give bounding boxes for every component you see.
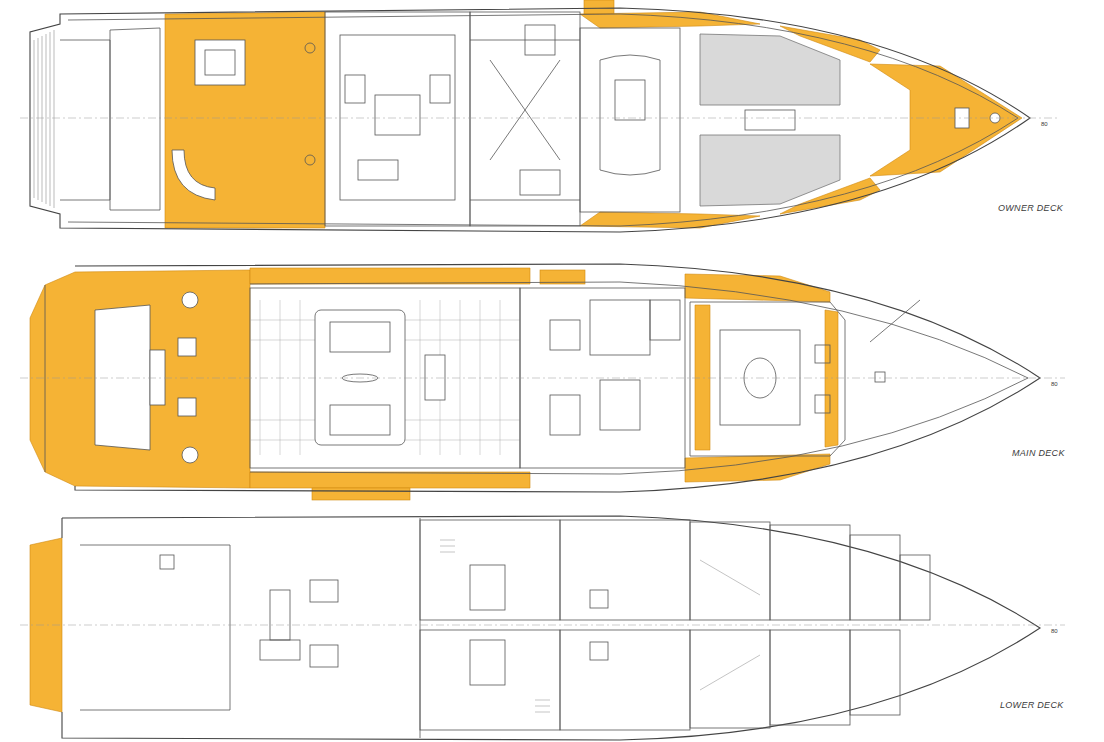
deck-name: OWNER DECK bbox=[998, 204, 1063, 213]
deck-name: LOWER DECK bbox=[1000, 701, 1064, 710]
deck-name: MAIN DECK bbox=[1012, 449, 1065, 458]
frame-number: 80 bbox=[1050, 381, 1059, 387]
main-deck bbox=[20, 264, 1065, 500]
lower-deck bbox=[20, 516, 1065, 740]
frame-number: 80 bbox=[1040, 121, 1049, 127]
frame-number: 80 bbox=[1050, 628, 1059, 634]
owner-deck bbox=[20, 0, 1060, 232]
